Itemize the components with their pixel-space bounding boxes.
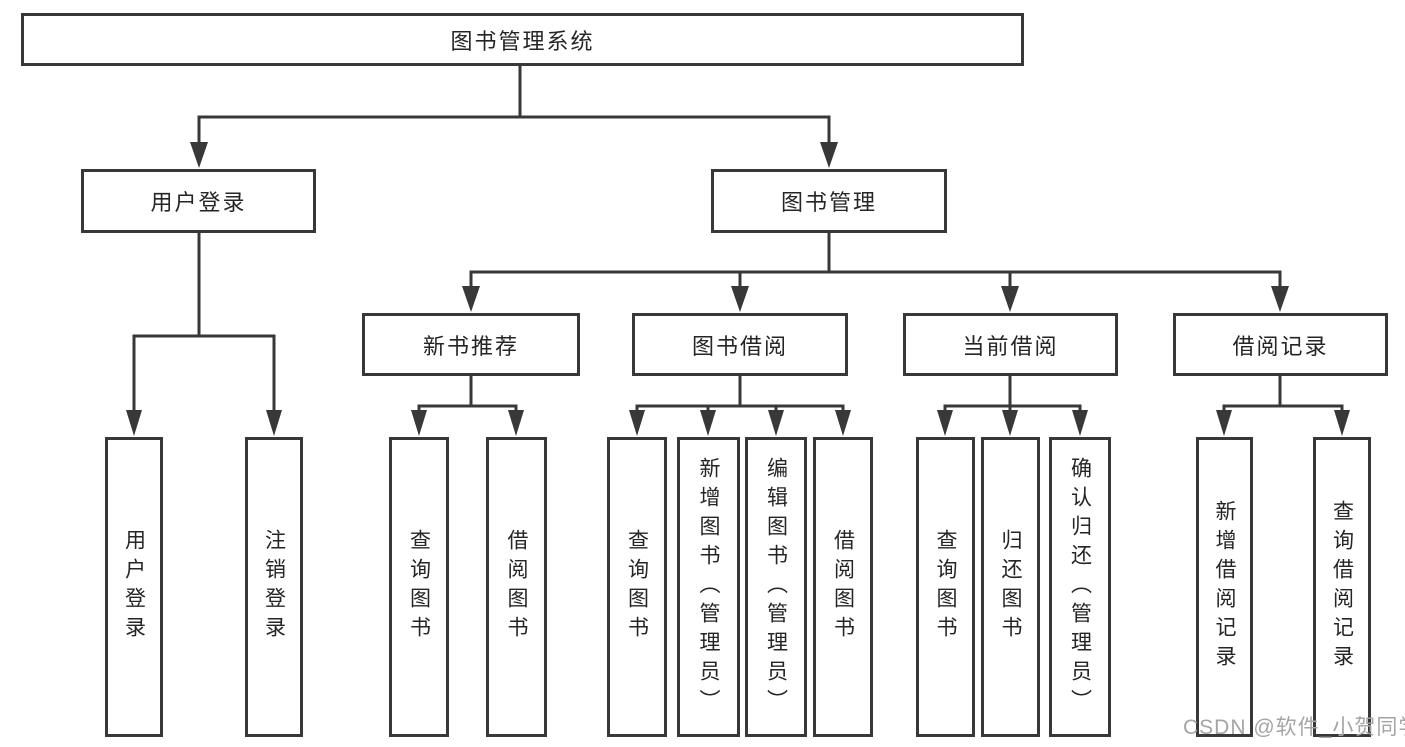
node-book-borrow: 图书借阅 — [632, 313, 848, 376]
connector-currentborrow-to-leaves — [937, 376, 1088, 436]
leaf-borrow-edit-book: 编辑图书（管理员） — [745, 437, 807, 737]
leaf-newbook-query: 查询图书 — [389, 437, 449, 737]
leaf-newbook-borrow: 借阅图书 — [486, 437, 547, 737]
connector-newbooks-to-leaves — [411, 376, 524, 436]
leaf-current-query: 查询图书 — [916, 437, 975, 737]
leaf-record-query: 查询借阅记录 — [1313, 437, 1371, 737]
node-root: 图书管理系统 — [21, 13, 1024, 66]
leaf-user-login: 用户登录 — [105, 437, 163, 737]
connector-bookmgmt-to-level3 — [462, 233, 1289, 312]
leaf-record-add: 新增借阅记录 — [1196, 437, 1253, 737]
connector-root-to-level2 — [190, 66, 838, 168]
leaf-logout: 注销登录 — [245, 437, 303, 737]
leaf-borrow-add-book: 新增图书（管理员） — [677, 437, 740, 737]
csdn-watermark: CSDN @软件_小贺同学 — [1183, 716, 1405, 739]
node-current-borrow: 当前借阅 — [903, 313, 1118, 376]
leaf-borrow-query: 查询图书 — [607, 437, 667, 737]
leaf-current-confirm-return: 确认归还（管理员） — [1049, 437, 1111, 737]
connector-bookborrow-to-leaves — [629, 376, 851, 436]
node-user-login: 用户登录 — [81, 169, 316, 233]
leaf-borrow-borrow-book: 借阅图书 — [813, 437, 873, 737]
connector-userlogin-to-leaves — [126, 233, 282, 436]
leaf-current-return: 归还图书 — [981, 437, 1040, 737]
node-new-book-recommend: 新书推荐 — [362, 313, 580, 376]
connector-borrowrecord-to-leaves — [1216, 376, 1350, 436]
node-borrow-record: 借阅记录 — [1173, 313, 1388, 376]
node-book-management: 图书管理 — [711, 169, 947, 233]
